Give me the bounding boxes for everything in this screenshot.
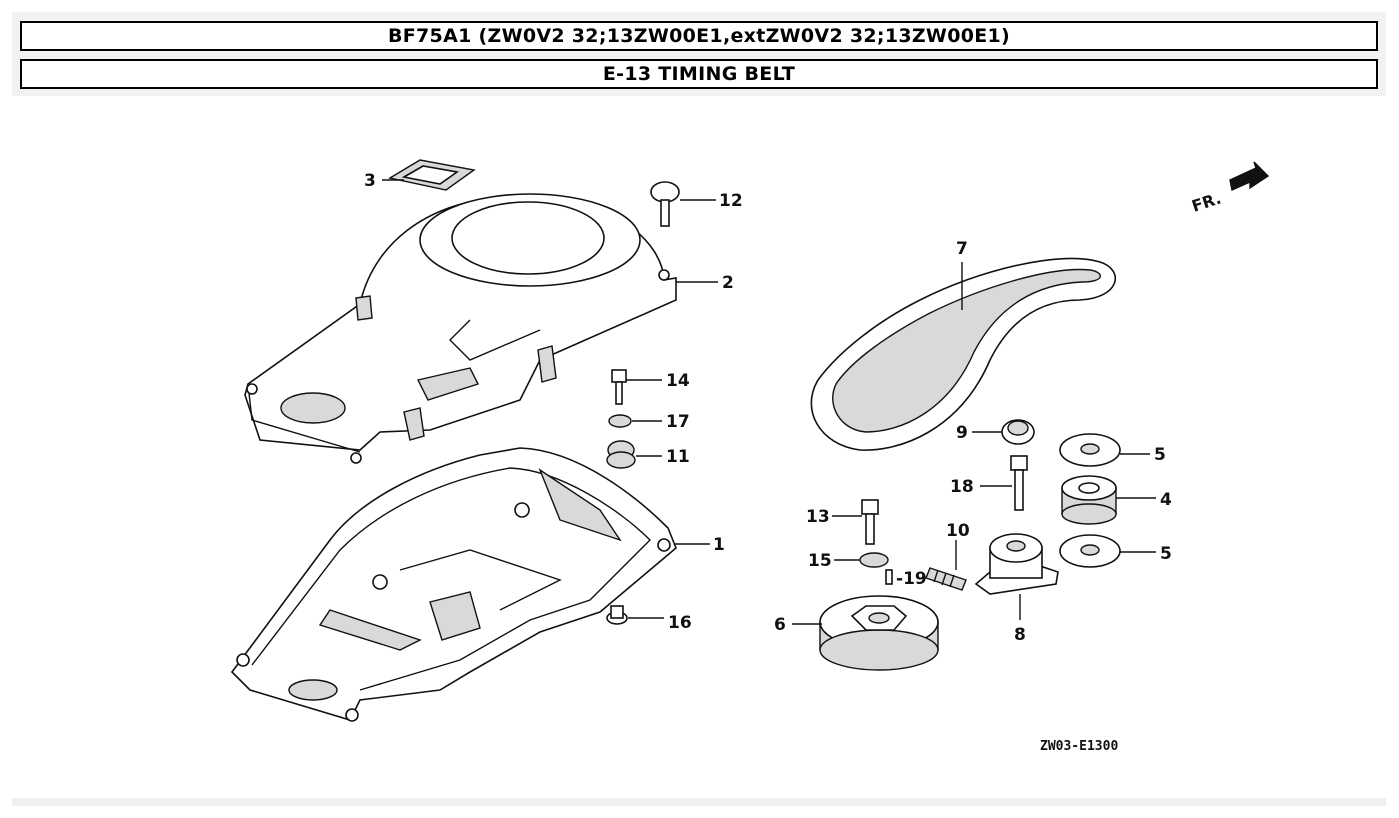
- figure-code: ZW03-E1300: [1040, 739, 1118, 754]
- front-direction-arrow-icon: [1229, 161, 1270, 191]
- part-8-tensioner[interactable]: [974, 533, 1059, 595]
- part-18-bolt[interactable]: [1010, 455, 1028, 511]
- callout-18: 18: [950, 477, 974, 497]
- callout-3: 3: [364, 171, 376, 191]
- callout-14: 14: [666, 371, 690, 391]
- callout-19: -19: [896, 569, 927, 589]
- callout-13: 13: [806, 507, 830, 527]
- part-5-plate-upper[interactable]: [1059, 433, 1121, 467]
- part-17-washer[interactable]: [608, 414, 632, 428]
- part-1-lower-cover[interactable]: [230, 447, 677, 722]
- part-12-knob-bolt[interactable]: [650, 181, 680, 227]
- section-title-bar: E-13 TIMING BELT: [20, 59, 1378, 89]
- leader-lines: [382, 179, 1156, 625]
- part-13-bolt[interactable]: [861, 499, 879, 545]
- part-19-pin[interactable]: [885, 569, 893, 585]
- part-15-washer[interactable]: [859, 552, 889, 568]
- front-direction-label: FR.: [1189, 189, 1223, 216]
- callout-4: 4: [1160, 490, 1172, 510]
- callout-10: 10: [946, 521, 970, 541]
- section-title: E-13 TIMING BELT: [602, 63, 796, 85]
- part-2-upper-cover[interactable]: [244, 193, 677, 464]
- model-title-bar: BF75A1 (ZW0V2 32;13ZW00E1,extZW0V2 32;13…: [20, 21, 1378, 51]
- part-3-gasket[interactable]: [388, 159, 476, 191]
- part-16-collar[interactable]: [606, 605, 628, 625]
- callout-9: 9: [956, 423, 968, 443]
- callout-8: 8: [1014, 625, 1026, 645]
- part-6-cam-pulley[interactable]: [819, 595, 939, 671]
- callout-1: 1: [713, 535, 725, 555]
- part-10-spring[interactable]: [925, 567, 967, 591]
- part-4-crank-pulley[interactable]: [1061, 475, 1117, 525]
- callout-7: 7: [956, 239, 968, 259]
- model-title: BF75A1 (ZW0V2 32;13ZW00E1,extZW0V2 32;13…: [387, 25, 1011, 47]
- callout-11: 11: [666, 447, 690, 467]
- callout-17: 17: [666, 412, 690, 432]
- part-5-plate-lower[interactable]: [1059, 534, 1121, 568]
- callout-12: 12: [719, 191, 743, 211]
- callout-16: 16: [668, 613, 692, 633]
- part-9-cap[interactable]: [1001, 419, 1035, 445]
- timing-belt-exploded-diagram: FR. 3 12 2 14 17 11 1 16 7 9 5 4 5: [230, 159, 1270, 754]
- part-11-grommet[interactable]: [606, 440, 636, 469]
- part-7-timing-belt[interactable]: [810, 257, 1117, 451]
- callout-5-upper: 5: [1154, 445, 1166, 465]
- callout-15: 15: [808, 551, 832, 571]
- callout-2: 2: [722, 273, 734, 293]
- part-14-bolt[interactable]: [611, 369, 627, 405]
- footer-bar: [12, 798, 1386, 806]
- callouts: 3 12 2 14 17 11 1 16 7 9 5 4 5 18 13 15 …: [364, 171, 1172, 645]
- callout-6: 6: [774, 615, 786, 635]
- callout-5-lower: 5: [1160, 544, 1172, 564]
